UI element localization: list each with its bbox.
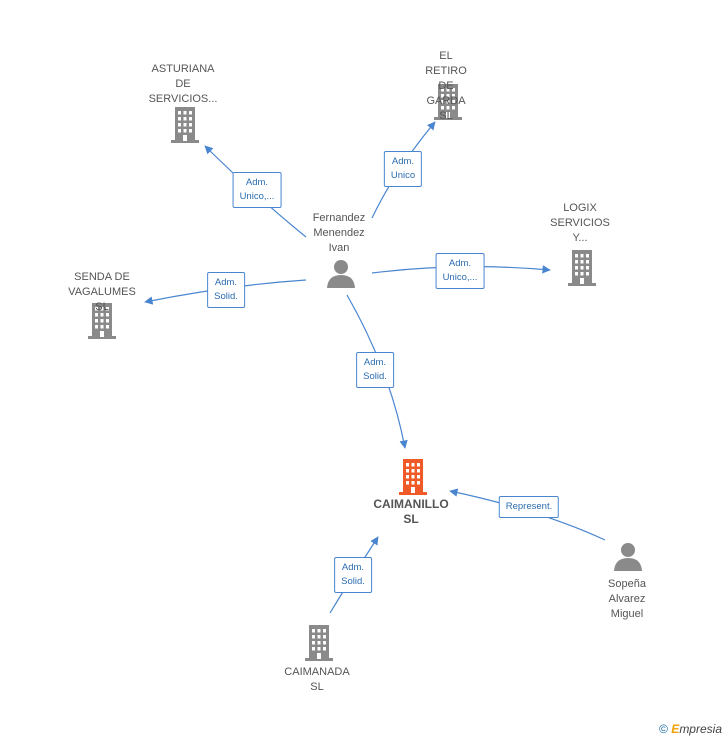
edge-label-fernandez-to-retiro[interactable]: Adm. Unico [383, 151, 423, 187]
brand-initial: E [671, 722, 680, 736]
edge-label-caimanada-to-caimanillo[interactable]: Adm. Solid. [334, 557, 372, 593]
edge-label-fernandez-to-caimanillo[interactable]: Adm. Solid. [356, 352, 394, 388]
edge-label-fernandez-to-asturiana[interactable]: Adm. Unico,... [232, 172, 282, 208]
footer-brand: © Empresia [659, 722, 722, 736]
node-label-fernandez: Fernandez Menendez Ivan [312, 212, 366, 254]
edge-label-sopena-to-caimanillo[interactable]: Represent. [498, 496, 560, 518]
building-icon[interactable] [303, 623, 335, 666]
node-label-caimanillo: CAIMANILLO SL [373, 497, 449, 526]
building-icon[interactable] [397, 457, 429, 500]
node-label-senda: SENDA DE VAGALUMES SL [68, 271, 136, 313]
building-icon[interactable] [432, 82, 464, 125]
person-icon[interactable] [326, 258, 356, 293]
node-label-retiro: EL RETIRO DE GARDA SL [425, 50, 467, 122]
building-icon[interactable] [86, 301, 118, 344]
building-icon[interactable] [169, 105, 201, 148]
person-icon[interactable] [613, 541, 643, 576]
building-icon[interactable] [566, 248, 598, 291]
node-label-logix: LOGIX SERVICIOS Y... [550, 202, 610, 244]
node-label-asturiana: ASTURIANA DE SERVICIOS... [148, 63, 218, 105]
node-label-caimanada: CAIMANADA SL [284, 666, 350, 693]
copyright-icon: © [659, 722, 668, 736]
node-label-sopena: Sopeña Alvarez Miguel [608, 578, 646, 620]
brand-name: mpresia [679, 722, 722, 736]
edge-label-fernandez-to-senda[interactable]: Adm. Solid. [207, 272, 245, 308]
edge-label-fernandez-to-logix[interactable]: Adm. Unico,... [435, 253, 485, 289]
